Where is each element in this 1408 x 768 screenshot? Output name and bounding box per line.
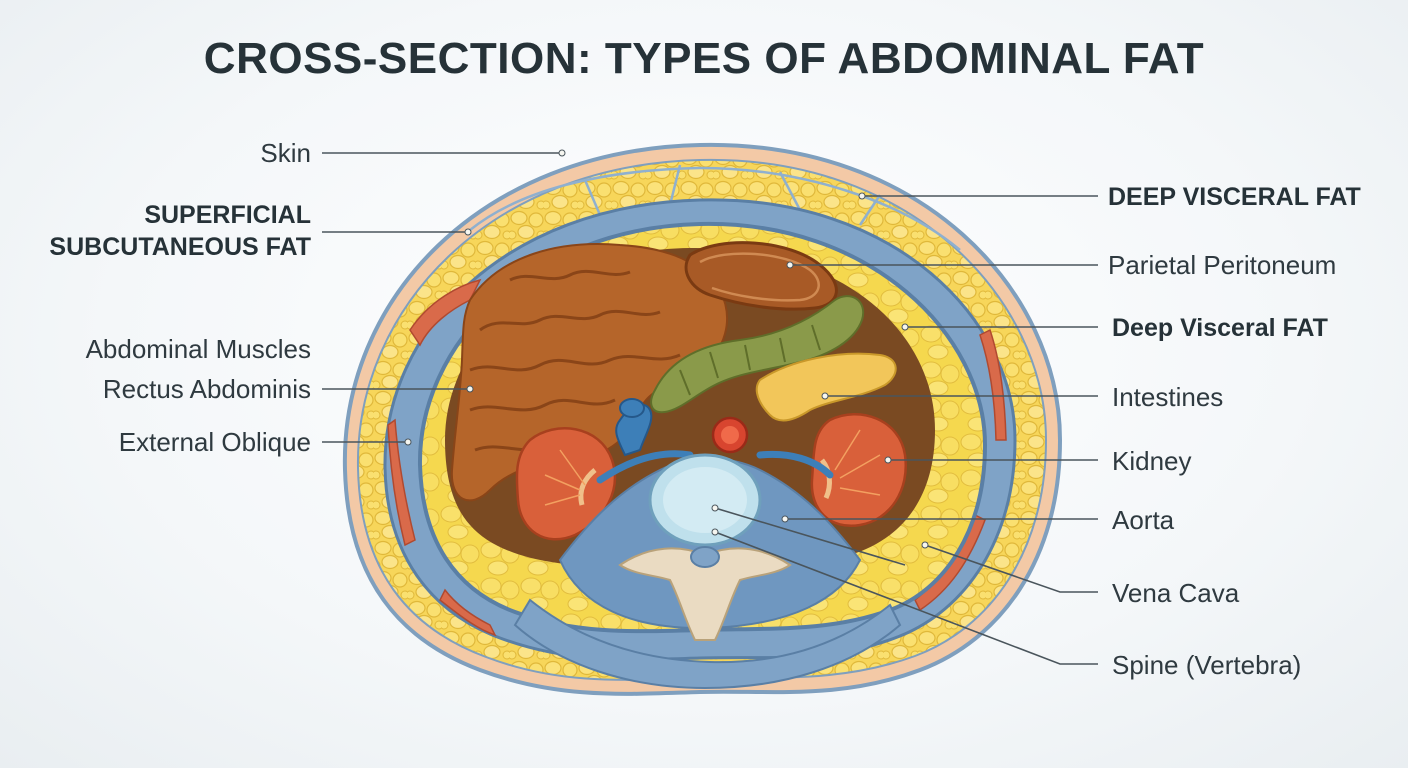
colon xyxy=(650,295,865,414)
leader-vena-cava-2 xyxy=(924,544,1098,593)
right-kidney xyxy=(810,412,908,528)
vena-cava xyxy=(615,398,653,457)
colon-haustra xyxy=(679,324,821,396)
label-vena-cava: Vena Cava xyxy=(1112,578,1240,608)
label-aorta: Aorta xyxy=(1112,505,1175,535)
label-skin: Skin xyxy=(260,138,311,168)
label-deep-visceral-fat-mixed: Deep Visceral FAT xyxy=(1112,314,1328,342)
label-deep-visceral-fat: DEEP VISCERAL FAT xyxy=(1108,183,1361,211)
renal-vessels xyxy=(596,450,834,484)
leader-spine xyxy=(714,531,1098,665)
leader-vena-cava xyxy=(714,507,906,566)
left-kidney xyxy=(515,427,617,541)
fascia-strands xyxy=(469,164,961,251)
label-parietal-peritoneum: Parietal Peritoneum xyxy=(1108,250,1337,280)
label-intestines: Intestines xyxy=(1112,382,1224,412)
label-superficial-line1: SUPERFICIAL xyxy=(144,201,311,229)
back-muscles xyxy=(513,598,902,690)
label-superficial-line2: SUBCUTANEOUS FAT xyxy=(49,233,311,261)
label-spine: Spine (Vertebra) xyxy=(1112,650,1302,680)
label-kidney: Kidney xyxy=(1112,446,1192,476)
aorta xyxy=(711,416,749,454)
vertebra xyxy=(618,453,792,641)
label-abdominal-muscles: Abdominal Muscles xyxy=(85,334,311,364)
page-title: CROSS-SECTION: TYPES OF ABDOMINAL FAT xyxy=(203,34,1205,83)
label-external-oblique: External Oblique xyxy=(118,427,311,457)
leader-lines xyxy=(322,152,1098,665)
label-rectus-abdominis: Rectus Abdominis xyxy=(102,374,311,404)
pancreas xyxy=(755,352,897,422)
leader-dots xyxy=(404,149,929,549)
